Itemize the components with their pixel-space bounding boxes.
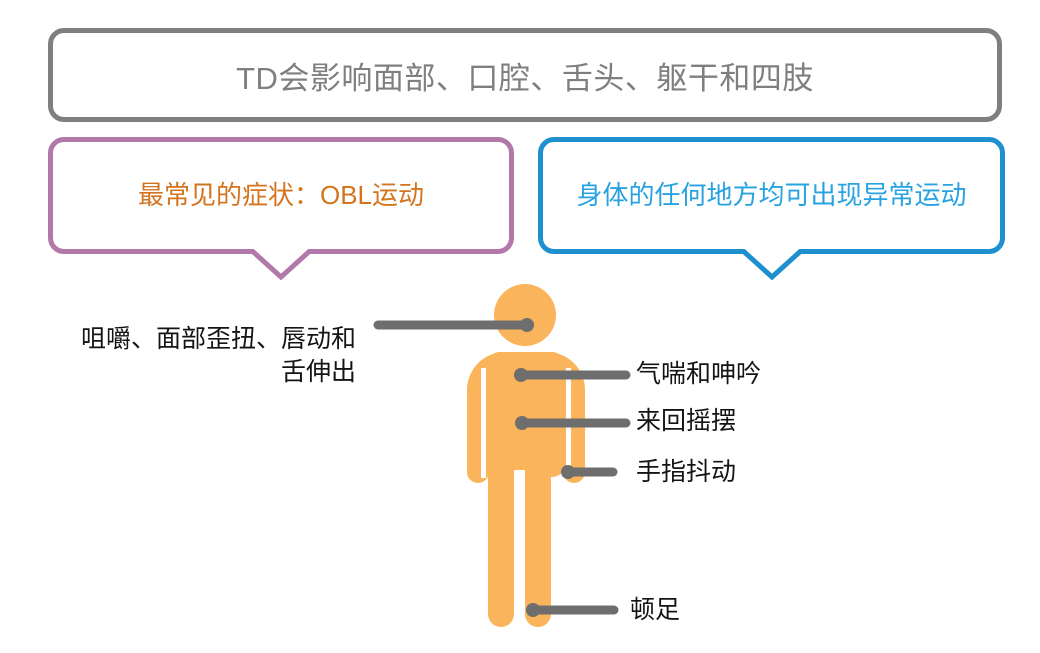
callout-right-label: 身体的任何地方均可出现异常运动 xyxy=(576,179,967,210)
figure-left-arm-gap xyxy=(481,368,486,478)
callout-right-tail-icon xyxy=(738,241,805,281)
connector-dot-head xyxy=(520,318,534,332)
annotation-face: 咀嚼、面部歪扭、唇动和 舌伸出 xyxy=(80,325,356,386)
connector-lines xyxy=(373,320,631,615)
figure-torso xyxy=(486,352,566,477)
connector-dot-torso xyxy=(515,416,529,430)
figure-arms xyxy=(467,352,585,483)
annotation-fingers: 手指抖动 xyxy=(636,458,737,486)
annotation-breathing: 气喘和呻吟 xyxy=(636,360,762,388)
figure-leg-gap xyxy=(514,470,525,628)
figure-right-arm-gap xyxy=(566,368,571,478)
figure-left-leg xyxy=(488,455,514,627)
callout-left-body: 最常见的症状：OBL运动 xyxy=(48,137,514,254)
connector-dot-foot xyxy=(526,603,540,617)
callout-left-tail-icon xyxy=(248,241,314,281)
annotation-stomping: 顿足 xyxy=(630,596,681,624)
callout-right-body: 身体的任何地方均可出现异常运动 xyxy=(538,137,1005,254)
figure-head xyxy=(494,284,556,346)
connector-dot-hand xyxy=(561,465,575,479)
connector-dots xyxy=(514,318,575,617)
callout-left-label: 最常见的症状：OBL运动 xyxy=(137,179,425,210)
top-banner: TD会影响面部、口腔、舌头、躯干和四肢 xyxy=(48,28,1002,122)
connector-dot-chest xyxy=(514,368,528,382)
figure-right-leg xyxy=(525,455,551,627)
callout-most-common-symptoms: 最常见的症状：OBL运动 xyxy=(48,137,514,281)
banner-text: TD会影响面部、口腔、舌头、躯干和四肢 xyxy=(236,60,814,96)
annotation-rocking: 来回摇摆 xyxy=(636,407,737,435)
human-body-pictogram xyxy=(467,284,585,628)
callout-abnormal-movements: 身体的任何地方均可出现异常运动 xyxy=(538,137,1005,281)
